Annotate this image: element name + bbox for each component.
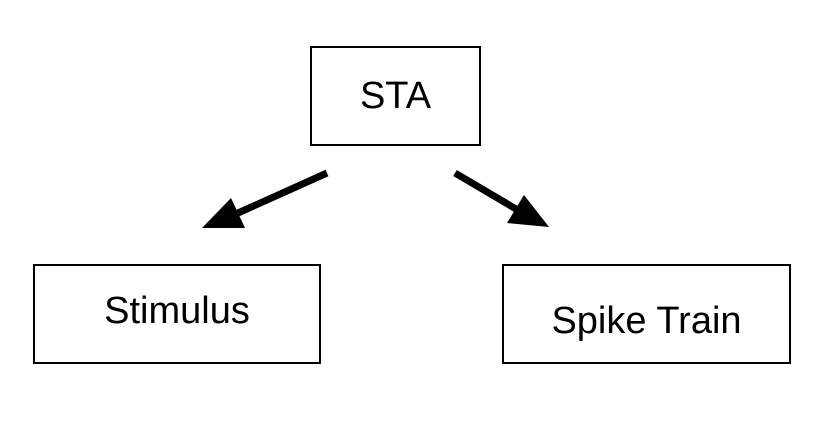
node-sta: STA <box>310 46 481 146</box>
arrow-sta-to-stimulus <box>202 169 329 228</box>
node-spike-train: Spike Train <box>502 264 791 364</box>
arrow-shaft-right <box>453 169 518 213</box>
node-sta-label: STA <box>359 75 432 117</box>
arrow-shaft-left <box>236 169 329 217</box>
arrowhead-right <box>507 195 549 227</box>
node-stimulus-label: Stimulus <box>104 290 250 332</box>
node-stimulus: Stimulus <box>33 264 321 364</box>
node-spike-train-label: Spike Train <box>551 300 742 342</box>
arrowhead-left <box>202 198 245 228</box>
arrow-sta-to-spike-train <box>453 169 549 227</box>
